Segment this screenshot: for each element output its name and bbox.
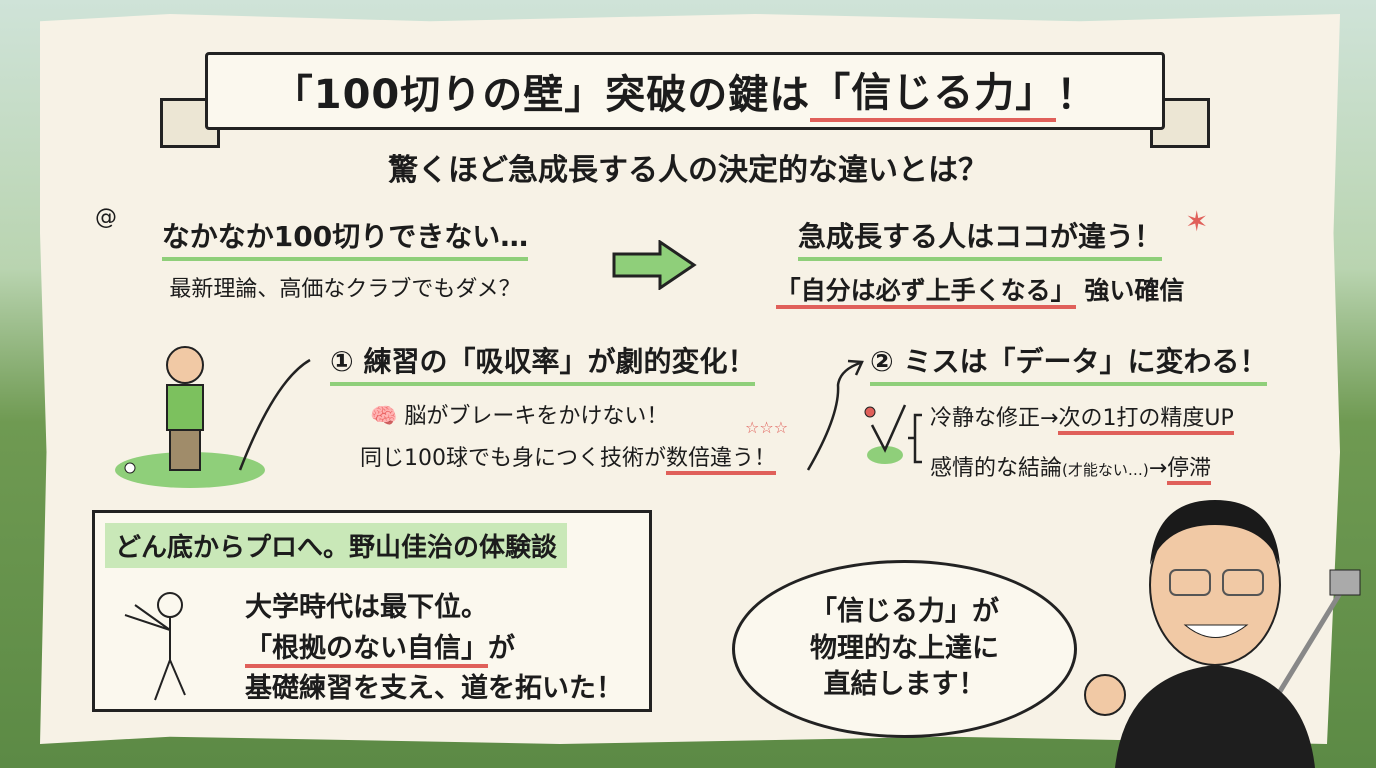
bubble-line2: 物理的な上達に [810, 632, 999, 664]
point2-line1: 冷静な修正→ [930, 406, 1059, 431]
answer-heading: 急成長する人はココが違う！ [797, 215, 1162, 261]
point1-line1: 脳がブレーキをかけない！ [404, 404, 669, 429]
point2-line1-row: 冷静な修正→次の1打の精度UP [930, 400, 1234, 435]
point2-line2: 感情的な結論 [930, 456, 1063, 481]
point2-line2-row: 感情的な結論(才能ない…)→停滞 [930, 450, 1212, 485]
swinging-golfer-illustration [124, 592, 186, 701]
point1-line2: 同じ100球でも身につく技術が [360, 446, 666, 471]
title-highlight: 「信じる力」 [810, 60, 1057, 122]
subtitle: 驚くほど急成長する人の決定的な違いとは？ [388, 153, 988, 188]
problem-heading: なかなか100切りできない… [161, 215, 529, 261]
burst-icon: ✶ [1185, 205, 1209, 238]
answer-text: 強い確信 [1084, 276, 1185, 305]
story-line2-highlight: 「根拠のない自信」 [245, 632, 488, 668]
curved-arrow-icon [806, 359, 864, 471]
story-line2: が [488, 632, 515, 664]
point2-line2-arrow: → [1148, 456, 1168, 481]
point2-heading: ② ミスは「データ」に変わる！ [870, 340, 1268, 386]
point2-line2-small: (才能ない…) [1062, 461, 1149, 479]
brain-icon: 🧠 [370, 404, 398, 429]
point2-block: ② ミスは「データ」に変わる！ [870, 340, 1268, 386]
ball-bounce-icon [864, 404, 922, 464]
title-banner: 「100切りの壁」突破の鍵は「信じる力」！ [205, 52, 1165, 130]
problem-block: なかなか100切りできない… 最新理論、高価なクラブでもダメ？ [115, 215, 575, 303]
problem-text: 最新理論、高価なクラブでもダメ？ [169, 277, 521, 302]
answer-block: 急成長する人はココが違う！ 「自分は必ず上手くなる」 強い確信 [730, 215, 1230, 309]
point1-heading: ① 練習の「吸収率」が劇的変化！ [330, 340, 756, 386]
bubble-line1: 「信じる力」が [810, 596, 999, 628]
point2-line2-highlight: 停滞 [1167, 456, 1212, 485]
title-suffix: ！ [1056, 72, 1098, 118]
stars-icon: ☆☆☆ [745, 418, 789, 437]
speech-bubble: 「信じる力」が 物理的な上達に 直結します！ [732, 560, 1077, 738]
title-prefix: 「100切りの壁」突破の鍵は [272, 72, 811, 118]
point1-line2-highlight: 数倍違う！ [666, 446, 777, 475]
coach-illustration [1084, 500, 1361, 768]
scribble-icon: @ [95, 205, 117, 230]
point1-block: ① 練習の「吸収率」が劇的変化！ 🧠 脳がブレーキをかけない！ 同じ100球でも… [330, 340, 777, 475]
right-arrow-icon [612, 240, 697, 290]
story-line3: 基礎練習を支え、道を拓いた！ [245, 673, 623, 704]
worried-golfer-illustration [115, 346, 311, 488]
point2-line1-highlight: 次の1打の精度UP [1058, 406, 1234, 435]
story-line1: 大学時代は最下位。 [245, 592, 488, 623]
story-box: どん底からプロへ。野山佳治の体験談 大学時代は最下位。 「根拠のない自信」が 基… [92, 510, 652, 712]
answer-highlight: 「自分は必ず上手くなる」 [775, 276, 1076, 309]
story-heading: どん底からプロへ。野山佳治の体験談 [105, 523, 568, 568]
bubble-line3: 直結します！ [823, 669, 986, 701]
